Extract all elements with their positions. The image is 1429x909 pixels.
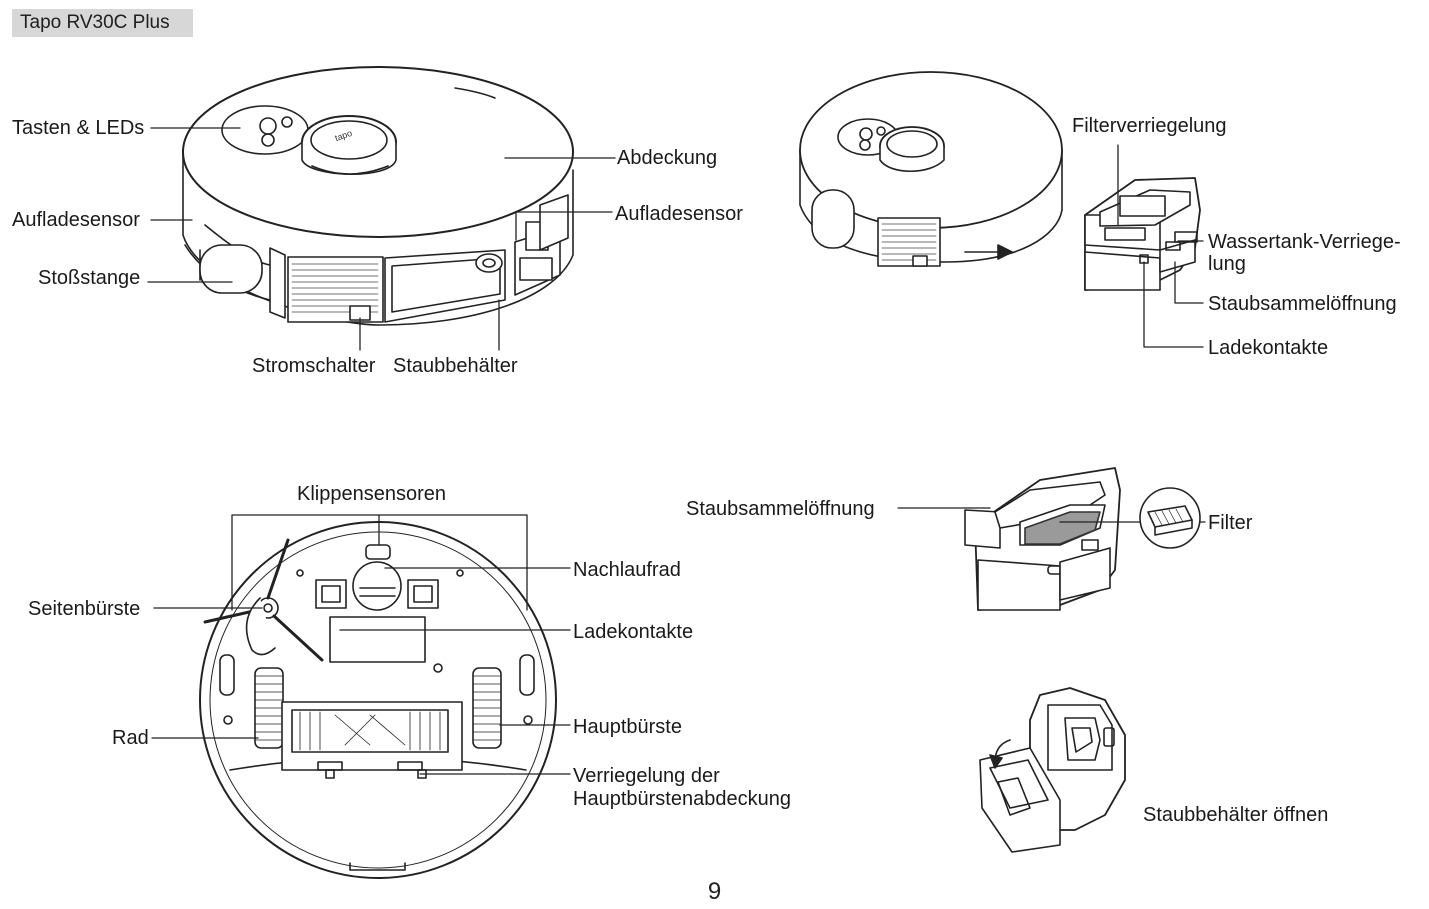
label-charging-sensor-right: Aufladesensor (615, 203, 743, 225)
robot-top-illustration: tapo (182, 66, 574, 326)
label-brush-cover-latch-line1: Verriegelung der (573, 765, 720, 787)
label-caster-wheel: Nachlaufrad (573, 559, 681, 581)
label-brush-cover-latch-line2: Hauptbürstenabdeckung (573, 788, 791, 810)
label-open-dustbin: Staubbehälter öffnen (1143, 804, 1329, 826)
label-charging-sensor-left: Aufladesensor (12, 209, 140, 231)
open-dustbin-illustration (979, 687, 1126, 853)
dustbin-leader-lines (1117, 144, 1204, 348)
label-dust-opening: Staubsammelöffnung (1208, 293, 1397, 315)
label-buttons-leds: Tasten & LEDs (12, 117, 145, 139)
label-charging-contacts-dustbin: Ladekontakte (1208, 337, 1329, 359)
label-dust-opening-filter-view: Staubsammelöffnung (686, 498, 875, 520)
label-bumper: Stoßstange (38, 267, 141, 289)
label-dustbin: Staubbehälter (393, 355, 518, 377)
robot-bottom-leader-lines (151, 514, 571, 775)
label-cliff-sensors: Klippensensoren (297, 483, 446, 505)
label-side-brush: Seitenbürste (28, 598, 141, 620)
label-water-tank-latch-line1: Wassertank-Verriege- (1208, 231, 1401, 253)
label-charging-contacts-robot: Ladekontakte (573, 621, 694, 643)
label-filter: Filter (1208, 512, 1253, 534)
dustbin-filter-illustration (964, 467, 1201, 611)
label-wheel: Rad (112, 727, 149, 749)
label-filter-latch: Filterverriegelung (1072, 115, 1227, 137)
filter-leader-lines (897, 507, 1206, 523)
label-cover: Abdeckung (617, 147, 718, 169)
robot-dustbin-illustration (799, 71, 1201, 291)
robot-bottom-illustration (199, 521, 557, 879)
product-name-tag: Tapo RV30C Plus (12, 9, 193, 37)
label-power-switch: Stromschalter (252, 355, 376, 377)
robot-top-leader-lines (147, 127, 616, 351)
label-water-tank-latch-line2: lung (1208, 253, 1246, 275)
page-number: 9 (707, 878, 722, 905)
label-main-brush: Hauptbürste (573, 716, 682, 738)
